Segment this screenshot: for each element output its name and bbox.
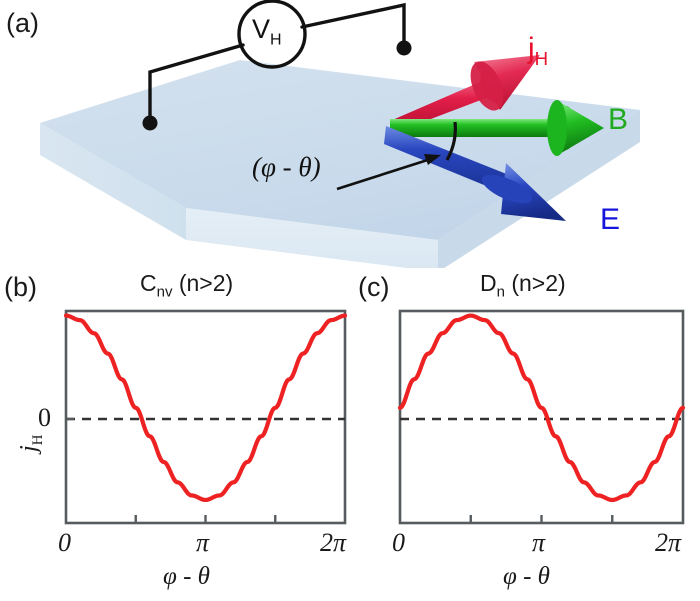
vector-b-arrow (390, 100, 604, 156)
e-head-base (482, 174, 532, 204)
panel-c-frame (398, 309, 685, 525)
vector-label-jh-sub: H (534, 48, 549, 69)
wire-left (148, 43, 245, 124)
b-head (556, 100, 604, 156)
panel-b-xlabel: φ - θ (163, 563, 210, 590)
vector-e-arrow (384, 126, 566, 221)
voltmeter-circle (237, 0, 307, 69)
vector-label-jh: jH (528, 32, 548, 70)
voltmeter-label-main: V (252, 14, 271, 44)
angle-arc (445, 121, 457, 161)
panel-b-ylabel-main: j (16, 445, 42, 452)
voltmeter-label-sub: H (270, 31, 282, 49)
panel-b-xticks (134, 515, 277, 523)
vector-label-e: E (600, 203, 621, 236)
panel-b-curve (63, 313, 348, 503)
panel-b-letter: (b) (4, 272, 37, 302)
panel-c-xticks (469, 515, 614, 523)
panel-c-xtick-label-pi: π (532, 528, 546, 557)
slab-left-face (40, 123, 186, 240)
vector-label-b: B (608, 103, 629, 136)
panel-b-xtick-label-0: 0 (58, 528, 71, 557)
b-head-base (547, 100, 567, 156)
slab-front-face (186, 208, 438, 268)
slab-3d (40, 60, 640, 268)
slab-right-face (438, 110, 640, 268)
voltmeter-label: VH (252, 14, 282, 49)
contact-dot-right (396, 40, 412, 56)
vector-label-jh-main: j (528, 32, 535, 65)
b-shaft (390, 119, 566, 137)
panel-a-schematic (40, 0, 640, 268)
panel-c-xtick-label-0: 0 (392, 528, 405, 557)
angle-label: (φ - θ) (252, 152, 321, 182)
panel-c-letter: (c) (358, 272, 390, 302)
panel-b-ylabel-sub: H (29, 434, 46, 446)
panel-a-letter: (a) (6, 8, 39, 38)
panel-b-frame (64, 309, 347, 525)
panel-c-title-rest: (n>2) (504, 270, 566, 296)
panel-c-title: Dn (n>2) (480, 270, 566, 301)
panel-b-title-sub: nv (156, 283, 173, 301)
angle-leader-line (336, 155, 438, 191)
panel-b-ylabel: jH (16, 434, 47, 452)
panel-c-xlabel: φ - θ (503, 563, 550, 590)
panel-b-xtick-label-2pi: 2π (320, 528, 347, 557)
panel-b-title-rest: (n>2) (172, 270, 234, 296)
angle-leader-arrowhead (424, 154, 441, 165)
panel-c-title-sub: n (496, 283, 505, 301)
e-head (501, 163, 566, 221)
panel-b-title: Cnv (n>2) (140, 270, 233, 301)
panel-c-xtick-label-2pi: 2π (655, 528, 682, 557)
contact-dot-left (142, 115, 158, 131)
panel-b-title-main: C (140, 270, 157, 296)
panel-c-plot (397, 309, 686, 525)
panel-b-xtick-label-pi: π (196, 528, 210, 557)
jh-head-base (470, 61, 504, 111)
panel-b-plot (63, 309, 348, 525)
hall-voltmeter-circuit (148, 2, 406, 124)
panel-b-ytick-label: 0 (38, 403, 51, 432)
wire-right (300, 2, 406, 49)
panel-c-curve (397, 313, 686, 503)
panel-c-title-main: D (480, 270, 497, 296)
